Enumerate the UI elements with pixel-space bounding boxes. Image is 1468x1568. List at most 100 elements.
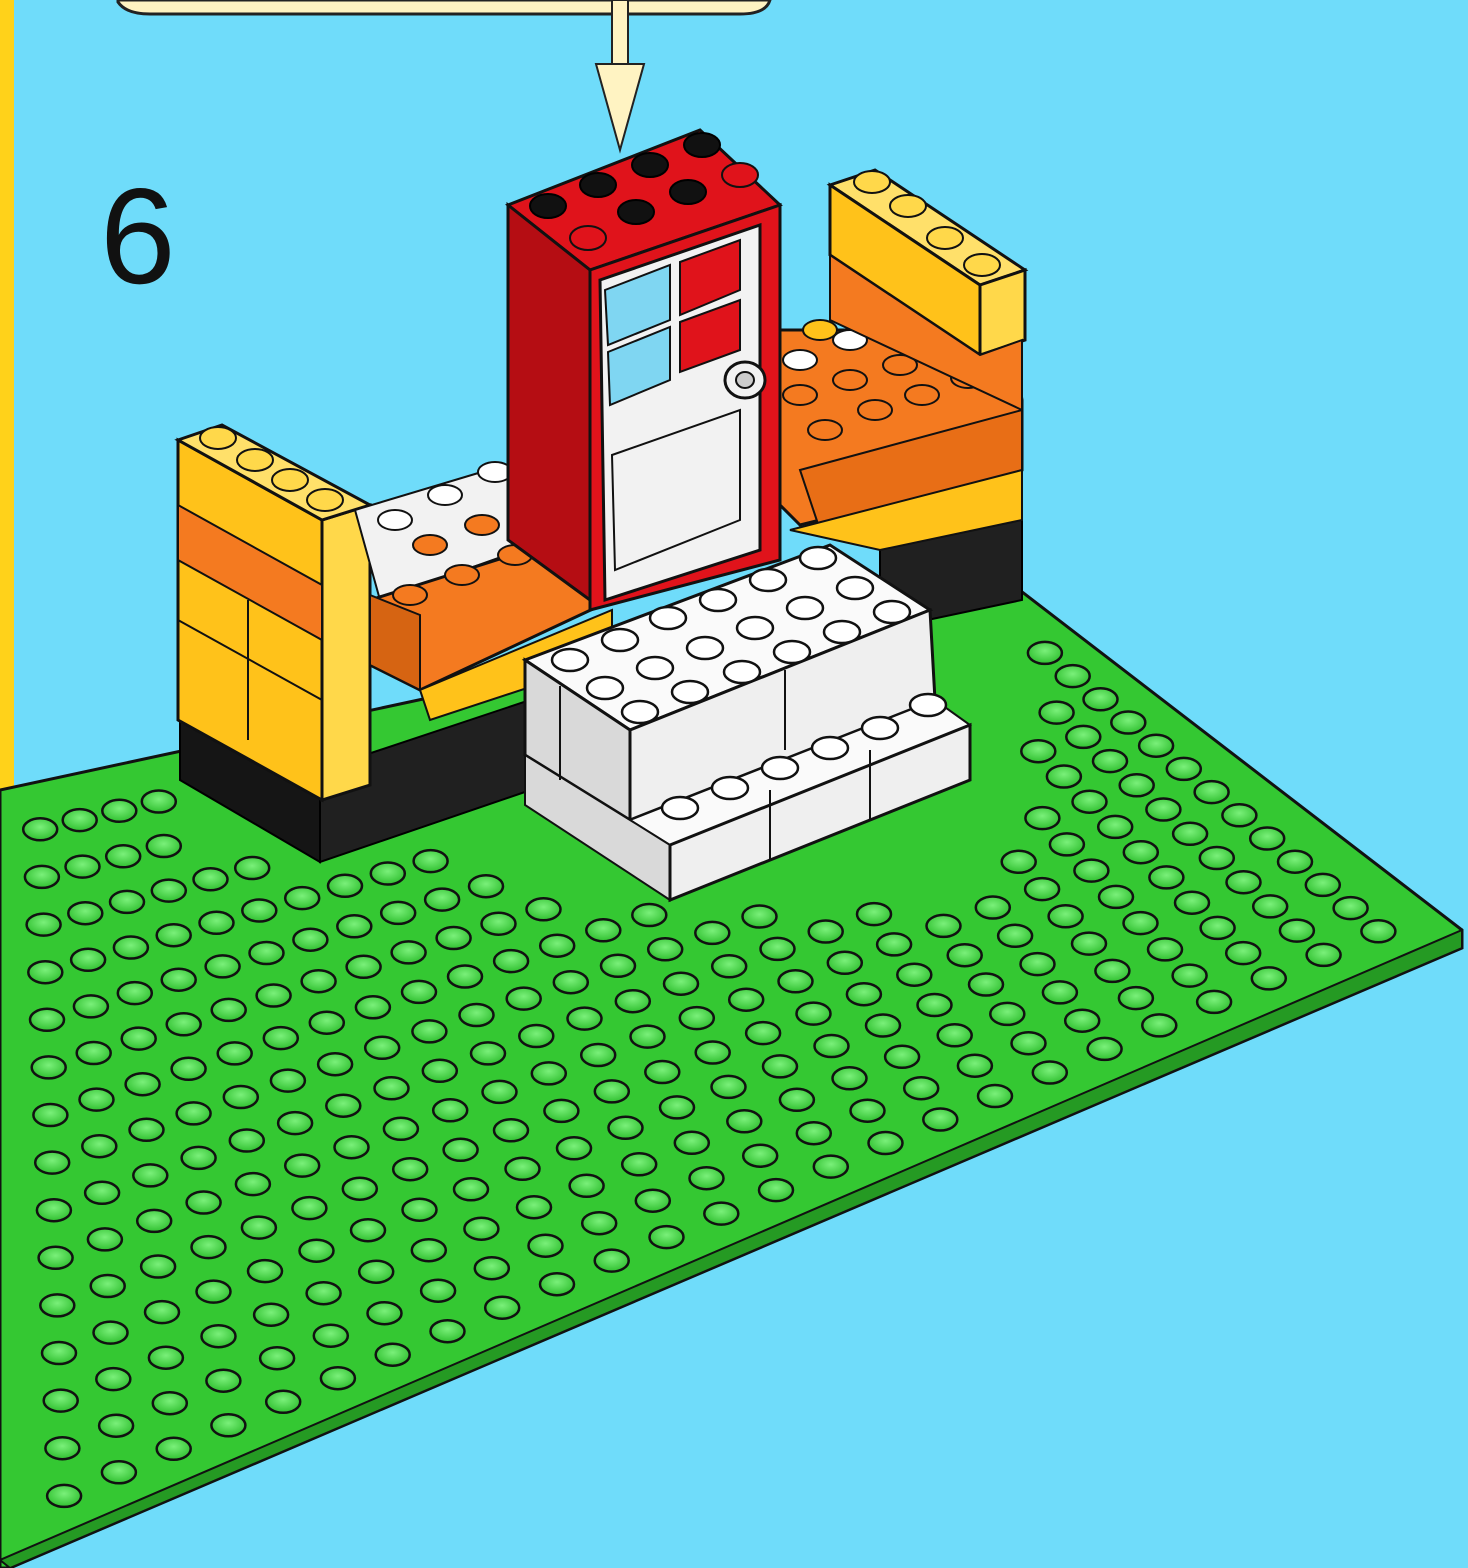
baseplate-stud [110,891,144,913]
step-stud [762,757,798,779]
baseplate-stud [66,856,100,878]
baseplate-stud [454,1178,488,1200]
baseplate-stud [519,1025,553,1047]
baseplate-stud [727,1110,761,1132]
baseplate-stud [23,818,57,840]
baseplate-stud [609,1117,643,1139]
baseplate-stud [763,1055,797,1077]
baseplate-stud [632,904,666,926]
baseplate-stud [1028,642,1062,664]
baseplate-stud [729,989,763,1011]
baseplate-stud [544,1100,578,1122]
baseplate-stud [1334,897,1368,919]
step-stud [862,717,898,739]
baseplate-stud [998,925,1032,947]
baseplate-stud [307,1282,341,1304]
baseplate-stud [300,1240,334,1262]
baseplate-stud [444,1139,478,1161]
baseplate-stud [248,1260,282,1282]
baseplate-stud [206,1370,240,1392]
baseplate-stud [704,1203,738,1225]
baseplate-stud [595,1250,629,1272]
baseplate-stud [814,1156,848,1178]
baseplate-stud [1074,860,1108,882]
baseplate-stud [1025,878,1059,900]
baseplate-stud [45,1437,79,1459]
baseplate-stud [1072,933,1106,955]
baseplate-stud [1200,847,1234,869]
baseplate-stud [918,994,952,1016]
baseplate-stud [927,915,961,937]
baseplate-stud [91,1275,125,1297]
baseplate-stud [1095,960,1129,982]
step-stud [662,797,698,819]
baseplate-stud [347,956,381,978]
baseplate-stud [1361,920,1395,942]
baseplate-stud [1050,833,1084,855]
baseplate-stud [142,791,176,813]
baseplate-stud [1098,816,1132,838]
baseplate-stud [527,898,561,920]
baseplate-stud [529,1235,563,1257]
baseplate-stud [182,1147,216,1169]
baseplate-stud [212,999,246,1021]
baseplate-stud [712,955,746,977]
baseplate-stud [27,914,61,936]
baseplate-stud [271,1070,305,1092]
baseplate-stud [1175,892,1209,914]
baseplate-stud [648,938,682,960]
baseplate-stud [337,915,371,937]
baseplate-stud [1040,702,1074,724]
baseplate-stud [130,1119,164,1141]
baseplate-stud [1307,944,1341,966]
step-stud [737,617,773,639]
baseplate-stud [494,950,528,972]
placement-arrow [596,0,644,150]
baseplate-stud [923,1109,957,1131]
baseplate-stud [746,1022,780,1044]
baseplate-stud [1084,688,1118,710]
baseplate-stud [1025,807,1059,829]
baseplate-stud [601,955,635,977]
baseplate-stud [1278,851,1312,873]
baseplate-stud [30,1009,64,1031]
step-stud [602,629,638,651]
baseplate-stud [1124,912,1158,934]
baseplate-stud [1047,766,1081,788]
baseplate-stud [1021,953,1055,975]
baseplate-stud [431,1320,465,1342]
baseplate-stud [1088,1038,1122,1060]
baseplate-stud [506,1158,540,1180]
baseplate-stud [157,924,191,946]
baseplate-stud [122,1028,156,1050]
baseplate-stud [847,983,881,1005]
baseplate-stud [302,970,336,992]
baseplate-stud [540,935,574,957]
step-stud [650,607,686,629]
baseplate-stud [1043,981,1077,1003]
baseplate-stud [1253,895,1287,917]
baseplate-stud [257,985,291,1007]
baseplate-stud [680,1007,714,1029]
baseplate-stud [948,944,982,966]
baseplate-stud [1033,1062,1067,1084]
baseplate-stud [314,1325,348,1347]
baseplate-stud [351,1219,385,1241]
baseplate-stud [141,1256,175,1278]
step-stud [837,577,873,599]
baseplate-stud [797,1122,831,1144]
baseplate-stud [1124,841,1158,863]
step-stud [787,597,823,619]
baseplate-stud [68,902,102,924]
baseplate-stud [266,1391,300,1413]
baseplate-stud [250,942,284,964]
baseplate-stud [224,1086,258,1108]
baseplate-stud [582,1212,616,1234]
baseplate-stud [242,900,276,922]
baseplate-stud [464,1218,498,1240]
baseplate-stud [1197,991,1231,1013]
baseplate-stud [568,1008,602,1030]
baseplate-stud [586,919,620,941]
baseplate-stud [114,937,148,959]
step-stud [712,777,748,799]
